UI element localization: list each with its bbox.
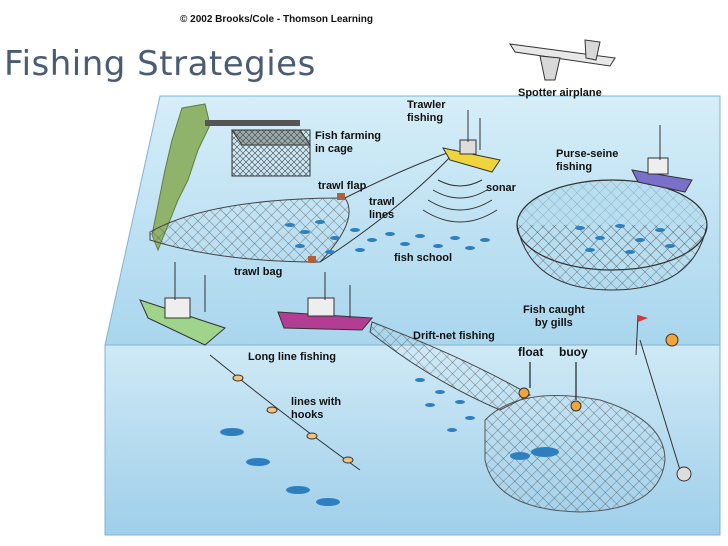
trawl-flap-upper	[337, 193, 345, 200]
caught-fish	[510, 447, 559, 460]
trawl-line-lower	[319, 151, 456, 263]
label-trawl-flap: trawl flap	[318, 180, 367, 192]
flag-pole	[635, 314, 639, 356]
flag	[638, 315, 648, 322]
purse-seine-net	[516, 179, 708, 291]
label-fish-school: fish school	[394, 252, 453, 264]
label-trawl-lines: trawl lines	[369, 196, 395, 221]
label-buoy: buoy	[559, 345, 588, 359]
anchor	[676, 466, 692, 482]
fish-school-drift	[415, 378, 475, 432]
drift-net-boat	[277, 272, 374, 331]
long-line-floats	[232, 374, 354, 464]
trawler-boat	[442, 110, 501, 173]
label-drift-net: Drift-net fishing	[413, 330, 495, 342]
label-spotter-airplane: Spotter airplane	[518, 87, 602, 99]
float-marker	[518, 387, 530, 399]
fish-school-purse	[575, 224, 675, 254]
label-float: float	[518, 345, 544, 359]
label-sonar: sonar	[486, 182, 516, 194]
fish-farm-cage	[231, 129, 311, 177]
fish-school-trawl	[285, 220, 490, 254]
label-long-line: Long line fishing	[248, 351, 336, 363]
trawl-flap-lower	[308, 256, 316, 263]
label-purse-seine: Purse-seine fishing	[556, 148, 619, 173]
surface-buoy	[665, 333, 679, 347]
long-line-main	[209, 354, 361, 471]
pier	[205, 120, 300, 126]
slide-title: Fishing Strategies	[4, 44, 316, 84]
buoy-marker	[570, 400, 582, 412]
copyright-notice: © 2002 Brooks/Cole - Thomson Learning	[180, 14, 373, 25]
label-lines-with-hooks: lines with hooks	[291, 396, 342, 421]
spotter-airplane	[509, 39, 616, 81]
purse-seine-boat	[631, 125, 693, 193]
label-trawler-fishing: Trawler fishing	[407, 99, 446, 124]
green-boat	[139, 262, 227, 346]
label-fish-caught: Fish caught by gills	[523, 304, 585, 329]
label-trawl-bag: trawl bag	[234, 266, 283, 278]
trawl-line-upper	[344, 149, 456, 199]
drift-net-sphere	[484, 395, 666, 513]
hooked-fish	[220, 428, 340, 506]
anchor-line	[639, 339, 681, 471]
sonar-waves	[422, 179, 498, 223]
label-fish-farming: Fish farming in cage	[315, 130, 382, 155]
